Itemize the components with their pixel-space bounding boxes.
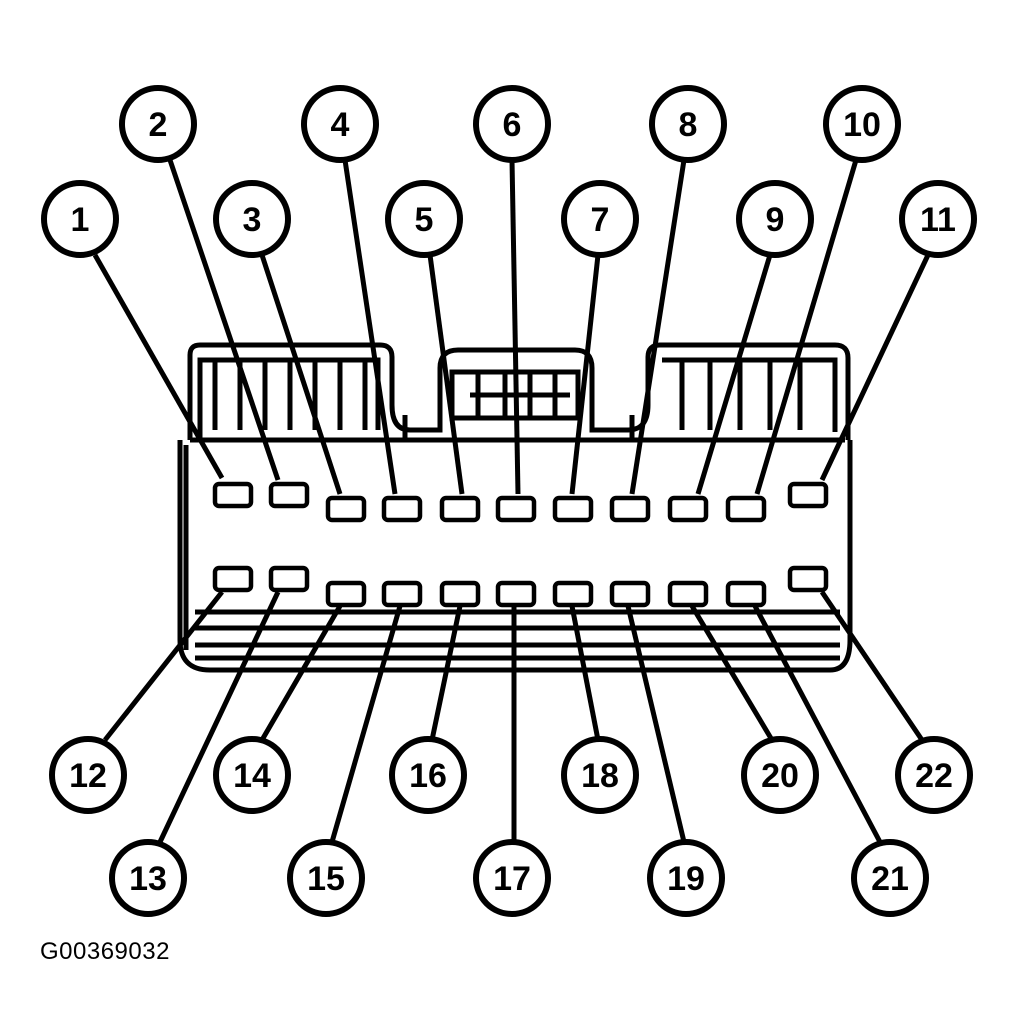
callout-9: 9	[736, 180, 814, 258]
callout-5: 5	[385, 180, 463, 258]
pin-slot-2	[268, 481, 310, 509]
pin-slot-15	[381, 580, 423, 608]
leader-22	[819, 590, 925, 742]
pin-label-9: 9	[766, 201, 785, 239]
pin-label-20: 20	[761, 757, 799, 795]
leader-lines	[92, 159, 931, 844]
pin-label-14: 14	[233, 757, 271, 795]
pin-label-6: 6	[503, 106, 522, 144]
pin-label-19: 19	[667, 860, 705, 898]
leader-3	[259, 254, 343, 495]
pin-label-17: 17	[493, 860, 531, 898]
leader-20	[689, 604, 775, 742]
callout-11: 11	[899, 180, 977, 258]
pin-label-21: 21	[871, 860, 909, 898]
pin-slot-6	[495, 495, 537, 523]
leader-15	[329, 605, 403, 843]
leader-6	[509, 159, 521, 495]
leader-1	[92, 253, 225, 480]
pin-label-22: 22	[915, 757, 953, 795]
pin-slot-9	[667, 495, 709, 523]
pin-label-16: 16	[409, 757, 447, 795]
leader-9	[695, 254, 773, 495]
leader-12	[103, 590, 224, 742]
leader-2	[167, 159, 281, 481]
leader-16	[429, 605, 463, 741]
pin-slot-13	[268, 565, 310, 593]
callout-2: 2	[119, 85, 197, 163]
pin-label-11: 11	[920, 201, 956, 239]
pin-slot-1	[212, 481, 254, 509]
pin-label-15: 15	[307, 860, 345, 898]
leader-13	[157, 590, 281, 844]
pin-slot-19	[609, 580, 651, 608]
callout-12: 12	[49, 736, 127, 814]
upper-callouts: 1 2 3 4 5 6 7 8 9 10 11	[41, 85, 977, 258]
callout-13: 13	[109, 839, 187, 917]
upper-pin-slots	[212, 481, 829, 523]
leader-4	[342, 159, 398, 495]
callout-7: 7	[561, 180, 639, 258]
lower-pin-slots	[212, 565, 829, 608]
pin-slot-11	[787, 481, 829, 509]
callout-14: 14	[213, 736, 291, 814]
leader-21	[752, 604, 883, 844]
callout-21: 21	[851, 839, 929, 917]
callout-4: 4	[301, 85, 379, 163]
pin-label-2: 2	[149, 106, 168, 144]
leader-8	[629, 159, 687, 495]
pin-slot-4	[381, 495, 423, 523]
lower-callouts: 12 13 14 15 16 17 18 19 20 21 22	[49, 736, 973, 917]
callout-15: 15	[287, 839, 365, 917]
callout-19: 19	[647, 839, 725, 917]
pin-slot-17	[495, 580, 537, 608]
callout-18: 18	[561, 736, 639, 814]
callout-8: 8	[649, 85, 727, 163]
pin-slot-8	[609, 495, 651, 523]
callout-1: 1	[41, 180, 119, 258]
pin-slot-20	[667, 580, 709, 608]
leader-14	[259, 604, 343, 742]
callout-20: 20	[741, 736, 819, 814]
pin-slot-21	[725, 580, 767, 608]
callout-22: 22	[895, 736, 973, 814]
pin-label-4: 4	[331, 106, 350, 144]
pin-label-1: 1	[71, 201, 90, 239]
pin-label-3: 3	[243, 201, 262, 239]
pin-label-7: 7	[591, 201, 610, 239]
pin-slot-14	[325, 580, 367, 608]
callout-3: 3	[213, 180, 291, 258]
callout-10: 10	[823, 85, 901, 163]
callout-6: 6	[473, 85, 551, 163]
pin-slot-7	[552, 495, 594, 523]
leader-18	[569, 605, 601, 741]
leader-5	[427, 254, 465, 495]
pin-label-5: 5	[415, 201, 434, 239]
pin-slot-5	[439, 495, 481, 523]
leader-10	[754, 159, 859, 495]
pin-slot-12	[212, 565, 254, 593]
pin-label-8: 8	[679, 106, 698, 144]
pin-slot-10	[725, 495, 767, 523]
pin-label-12: 12	[69, 757, 107, 795]
figure-code: G00369032	[40, 938, 170, 965]
pin-slot-22	[787, 565, 829, 593]
callout-17: 17	[473, 839, 551, 917]
leader-19	[625, 605, 687, 843]
pin-slot-18	[552, 580, 594, 608]
pin-slot-16	[439, 580, 481, 608]
pin-label-18: 18	[581, 757, 619, 795]
leader-7	[569, 254, 601, 495]
pin-label-10: 10	[843, 106, 881, 144]
callout-16: 16	[389, 736, 467, 814]
pin-label-13: 13	[129, 860, 167, 898]
leader-11	[819, 253, 931, 482]
pin-slot-3	[325, 495, 367, 523]
